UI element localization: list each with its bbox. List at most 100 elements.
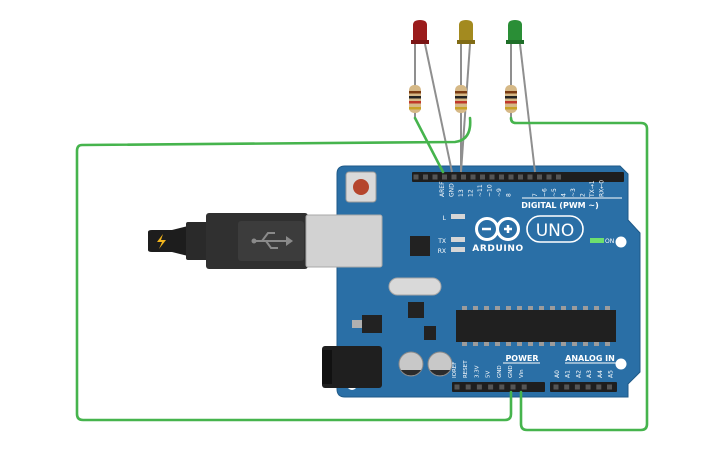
- header-hole[interactable]: [518, 174, 523, 180]
- microcontroller: [456, 306, 616, 346]
- header-hole[interactable]: [556, 174, 561, 180]
- digital-pin-label: 8: [506, 193, 513, 197]
- small-chip: [408, 302, 424, 318]
- capacitor: [427, 351, 453, 377]
- voltage-regulator: [352, 315, 382, 333]
- digital-pin-label: TX→1: [589, 180, 596, 198]
- chip-pin: [473, 306, 478, 310]
- pin-label: A5: [608, 370, 615, 378]
- chip-pin: [528, 342, 533, 346]
- pin-label: A3: [586, 370, 593, 378]
- header-hole[interactable]: [574, 384, 580, 390]
- capacitor: [398, 351, 424, 377]
- digital-header[interactable]: [412, 172, 624, 182]
- usb-cable-boot: [148, 226, 188, 256]
- header-hole[interactable]: [499, 174, 504, 180]
- header-hole[interactable]: [508, 174, 514, 180]
- header-hole[interactable]: [537, 174, 542, 180]
- header-hole[interactable]: [489, 174, 495, 180]
- header-hole[interactable]: [461, 174, 466, 180]
- digital-pin-label: 7: [532, 193, 539, 197]
- header-hole[interactable]: [527, 174, 533, 180]
- power-header[interactable]: [452, 382, 545, 392]
- wire-ground-loop[interactable]: [75, 116, 513, 422]
- power-label: POWER: [505, 354, 538, 363]
- digital-pin-label: GND: [449, 183, 456, 197]
- header-hole[interactable]: [553, 384, 559, 390]
- pin-label: Vin: [519, 369, 525, 378]
- chip-pin: [484, 342, 489, 346]
- header-hole[interactable]: [470, 174, 476, 180]
- usb-cable[interactable]: [148, 213, 383, 269]
- digital-pin-label: ~9: [496, 188, 503, 197]
- power-jack[interactable]: [322, 346, 382, 388]
- chip-pin: [539, 342, 544, 346]
- wire-ground-loop[interactable]: [413, 116, 445, 174]
- led-yellow[interactable]: [457, 20, 475, 44]
- digital-pin-label: ~5: [551, 188, 558, 197]
- chip-pin: [539, 306, 544, 310]
- header-hole[interactable]: [442, 174, 447, 180]
- usb-lightning-icon: [157, 234, 166, 249]
- arduino-logo: ARDUINO: [472, 217, 523, 254]
- header-hole[interactable]: [564, 384, 570, 390]
- chip-pin: [583, 306, 588, 310]
- digital-pin-label: ~10: [487, 184, 494, 197]
- header-hole[interactable]: [451, 174, 457, 180]
- digital-pin-label: 4: [561, 193, 568, 197]
- digital-pin-label: ~11: [477, 184, 484, 197]
- component-leads: [414, 43, 536, 173]
- reset-button[interactable]: [345, 171, 377, 203]
- chip-pin: [528, 306, 533, 310]
- resistor[interactable]: [505, 85, 517, 113]
- digital-pin-label: 2: [580, 193, 587, 197]
- chip-pin: [495, 306, 500, 310]
- chip-pin: [506, 306, 511, 310]
- usb-symbol-icon: [252, 232, 286, 249]
- chip-pin: [605, 306, 610, 310]
- header-hole[interactable]: [499, 384, 505, 390]
- led-green[interactable]: [506, 20, 524, 44]
- chip-pin: [462, 306, 467, 310]
- pin-label: A4: [597, 370, 604, 378]
- digital-pin-label: AREF: [439, 181, 446, 197]
- header-hole[interactable]: [596, 384, 602, 390]
- usb-symbol-arrow: [286, 236, 293, 246]
- pin-label: 5V: [486, 371, 492, 378]
- digital-pin-label: 13: [458, 189, 465, 197]
- header-hole[interactable]: [521, 384, 527, 390]
- header-hole[interactable]: [510, 384, 516, 390]
- header-hole[interactable]: [546, 174, 552, 180]
- wire-pin7[interactable]: [509, 116, 649, 432]
- header-hole[interactable]: [488, 384, 494, 390]
- digital-pin-label: ~6: [542, 188, 549, 197]
- resistor[interactable]: [455, 85, 467, 113]
- model-label: UNO: [536, 221, 575, 241]
- chip-pin: [572, 342, 577, 346]
- header-hole[interactable]: [476, 384, 482, 390]
- header-hole[interactable]: [432, 174, 438, 180]
- pin-label: RESET: [463, 360, 469, 378]
- header-hole[interactable]: [607, 384, 612, 390]
- header-hole[interactable]: [480, 174, 485, 180]
- header-hole[interactable]: [465, 384, 471, 390]
- header-hole[interactable]: [423, 174, 428, 180]
- header-hole[interactable]: [413, 174, 419, 180]
- chip-pin: [572, 306, 577, 310]
- header-hole[interactable]: [585, 384, 591, 390]
- digital-pin-label: 12: [468, 189, 475, 197]
- chip-pin: [506, 342, 511, 346]
- resistor[interactable]: [409, 85, 421, 113]
- led-red[interactable]: [411, 20, 429, 44]
- chip-pin: [561, 306, 566, 310]
- digital-pin-label: ~3: [570, 188, 577, 197]
- header-hole[interactable]: [454, 384, 460, 390]
- onboard-leds: L TX RX: [437, 214, 465, 255]
- analog-header[interactable]: [550, 382, 617, 392]
- pin-label: A1: [565, 370, 572, 378]
- chip-pin: [550, 306, 555, 310]
